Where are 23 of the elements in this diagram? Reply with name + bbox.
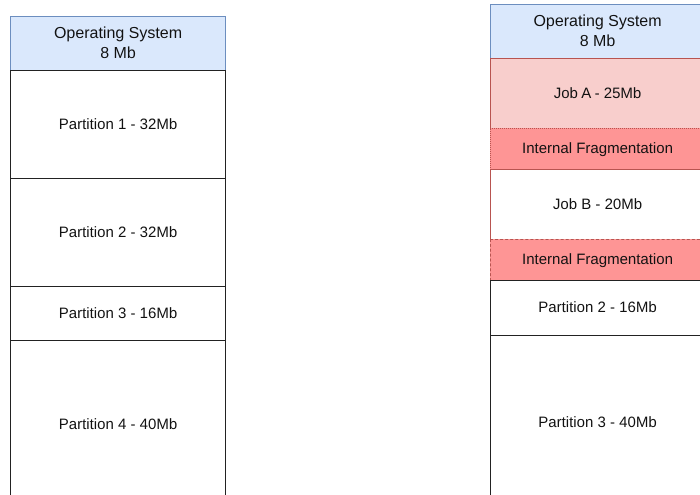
partition-block: [10, 70, 226, 179]
memory-label: Job A - 25Mb: [554, 84, 642, 102]
memory-label: Partition 3 - 40Mb: [538, 414, 657, 432]
fragmentation-block: [490, 128, 700, 170]
os-block: [490, 4, 700, 59]
memory-label: Job B - 20Mb: [552, 196, 642, 214]
memory-label: Operating System 8 Mb: [52, 24, 184, 63]
job-block: [490, 58, 700, 129]
memory-label: Partition 3 - 16Mb: [58, 304, 178, 322]
memory-label: Partition 1 - 32Mb: [58, 116, 178, 134]
partition-block: [10, 286, 226, 341]
memory-label: Internal Fragmentation: [522, 251, 673, 269]
memory-label: Partition 4 - 40Mb: [58, 416, 178, 434]
os-block: [10, 16, 226, 71]
partition-block: [10, 178, 226, 287]
fragmentation-block: [490, 239, 700, 281]
job-block: [490, 169, 700, 240]
memory-label: Internal Fragmentation: [522, 140, 673, 158]
partition-block: [10, 340, 226, 495]
memory-label: Partition 2 - 32Mb: [58, 224, 178, 242]
memory-label: Operating System 8 Mb: [532, 12, 663, 51]
partition-block: [490, 280, 700, 336]
memory-label: Partition 2 - 16Mb: [538, 299, 657, 317]
